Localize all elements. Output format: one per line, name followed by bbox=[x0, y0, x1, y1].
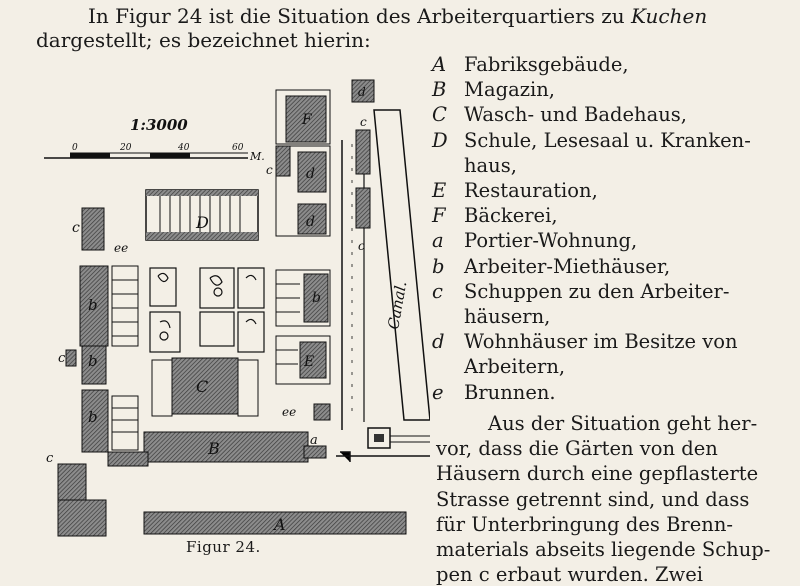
legend-key: E bbox=[432, 179, 447, 203]
label-ee-2: ee bbox=[282, 405, 296, 419]
label-E: E bbox=[303, 354, 314, 370]
legend-text: Brunnen. bbox=[464, 380, 556, 404]
legend-text: Bäckerei, bbox=[464, 204, 558, 228]
paragraph-line: Häusern durch eine gepflasterte bbox=[436, 462, 759, 486]
scale-tick-40: 40 bbox=[177, 143, 190, 153]
legend-text: Schuppen zu den Arbeiter- bbox=[464, 279, 730, 303]
label-c-left-2: c bbox=[58, 351, 66, 366]
label-d-top: d bbox=[358, 85, 366, 99]
legend-key: D bbox=[432, 128, 448, 152]
building-B: B bbox=[107, 431, 309, 467]
intro-line-1: In Figur 24 ist die Situation des Arbeit… bbox=[88, 4, 707, 28]
label-c-bottom: c bbox=[46, 451, 54, 466]
legend-key: B bbox=[432, 78, 447, 102]
paragraph-line: Strasse getrennt sind, und dass bbox=[436, 487, 750, 511]
canal-label: Canal. bbox=[384, 280, 410, 331]
legend-item: F Bäckerei, bbox=[432, 203, 751, 228]
legend-item-continuation: haus, bbox=[464, 153, 517, 177]
paragraph-line: Aus der Situation geht her- bbox=[488, 412, 758, 435]
legend-key: a bbox=[432, 229, 444, 253]
legend-text: Schule, Lesesaal u. Kranken- bbox=[464, 128, 751, 152]
scale-tick-20: 20 bbox=[119, 143, 132, 153]
label-b-3: b bbox=[88, 408, 98, 426]
legend-key: A bbox=[432, 53, 447, 76]
legend-item: D Schule, Lesesaal u. Kranken- bbox=[432, 128, 751, 153]
legend-text: Fabriksgebäude, bbox=[464, 53, 629, 76]
paragraph-line: für Unterbringung des Brenn- bbox=[436, 512, 733, 536]
legend-text: Portier-Wohnung, bbox=[464, 229, 638, 253]
legend-key: d bbox=[432, 330, 445, 354]
legend-item: b Arbeiter-Miethäuser, bbox=[432, 254, 751, 279]
label-A: A bbox=[272, 515, 286, 534]
label-c-left: c bbox=[72, 220, 80, 236]
label-b-2: b bbox=[88, 352, 98, 370]
building-C: C bbox=[151, 357, 259, 417]
intro-place: Kuchen bbox=[631, 4, 708, 28]
scale-bar: 1:3000 0 20 40 60 M. bbox=[44, 116, 265, 163]
houses-b-left: b b b c ee c bbox=[58, 207, 139, 453]
legend-item: e Brunnen. bbox=[432, 380, 751, 405]
legend-item: a Portier-Wohnung, bbox=[432, 228, 751, 253]
legend-text: Arbeiter-Miethäuser, bbox=[464, 254, 671, 278]
legend-text: Wohnhäuser im Besitze von bbox=[464, 330, 738, 354]
canal: c c Canal. bbox=[336, 109, 430, 462]
legend-text: Restauration, bbox=[464, 179, 598, 203]
label-c-right-1: c bbox=[266, 163, 273, 177]
legend-key: b bbox=[432, 254, 445, 278]
site-plan-figure: 1:3000 0 20 40 60 M. D b b b c ee c bbox=[44, 79, 430, 537]
label-b-1: b bbox=[88, 296, 98, 314]
building-A: A c bbox=[46, 451, 407, 537]
legend-text: Magazin, bbox=[464, 78, 555, 102]
legend-key: F bbox=[432, 204, 446, 228]
legend-item: A Fabriksgebäude, bbox=[432, 52, 751, 77]
scale-unit: M. bbox=[249, 150, 265, 163]
legend-list: A Fabriksgebäude, B Magazin, C Wasch- und Bad… bbox=[432, 52, 751, 405]
paragraph-line: pen c erbaut wurden. Zwei bbox=[436, 563, 704, 586]
scale-tick-60: 60 bbox=[232, 143, 244, 153]
legend-text: Wasch- und Badehaus, bbox=[464, 103, 687, 127]
houses-right: F d d d c b E bbox=[266, 79, 375, 385]
paragraph-line: materials abseits liegende Schup- bbox=[436, 538, 771, 561]
label-B: B bbox=[207, 439, 220, 458]
label-a: a bbox=[310, 433, 318, 448]
label-d-1: d bbox=[306, 166, 315, 182]
legend-item: c Schuppen zu den Arbeiter- bbox=[432, 279, 751, 304]
legend-key: c bbox=[432, 279, 443, 303]
scale-tick-0: 0 bbox=[72, 143, 78, 153]
legend-item: C Wasch- und Badehaus, bbox=[432, 102, 751, 127]
label-C: C bbox=[196, 377, 208, 396]
portier-a: a ee bbox=[282, 403, 331, 459]
legend-key: e bbox=[432, 380, 444, 404]
scale-label: 1:3000 bbox=[130, 116, 188, 134]
label-D: D bbox=[195, 213, 209, 232]
figure-caption: Figur 24. bbox=[186, 538, 261, 556]
intro-text: In Figur 24 ist die Situation des Arbeit… bbox=[88, 4, 632, 28]
legend-item: B Magazin, bbox=[432, 77, 751, 102]
intro-line-2: dargestellt; es bezeichnet hierin: bbox=[36, 28, 371, 52]
legend-item: E Restauration, bbox=[432, 178, 751, 203]
label-F: F bbox=[301, 112, 313, 128]
gardens bbox=[149, 267, 265, 353]
legend-item-continuation: Arbeitern, bbox=[464, 355, 566, 379]
paragraph-line: vor, dass die Gärten von den bbox=[436, 437, 718, 461]
building-D: D bbox=[145, 189, 259, 241]
label-b-right: b bbox=[312, 290, 321, 306]
label-d-2: d bbox=[306, 214, 315, 230]
label-c-canal-2: c bbox=[358, 239, 365, 253]
legend-key: C bbox=[432, 103, 447, 127]
legend-item: d Wohnhäuser im Besitze von bbox=[432, 329, 751, 354]
label-c-canal-1: c bbox=[360, 115, 367, 129]
legend-item-continuation: häusern, bbox=[464, 305, 551, 329]
label-ee-1: ee bbox=[114, 241, 128, 255]
